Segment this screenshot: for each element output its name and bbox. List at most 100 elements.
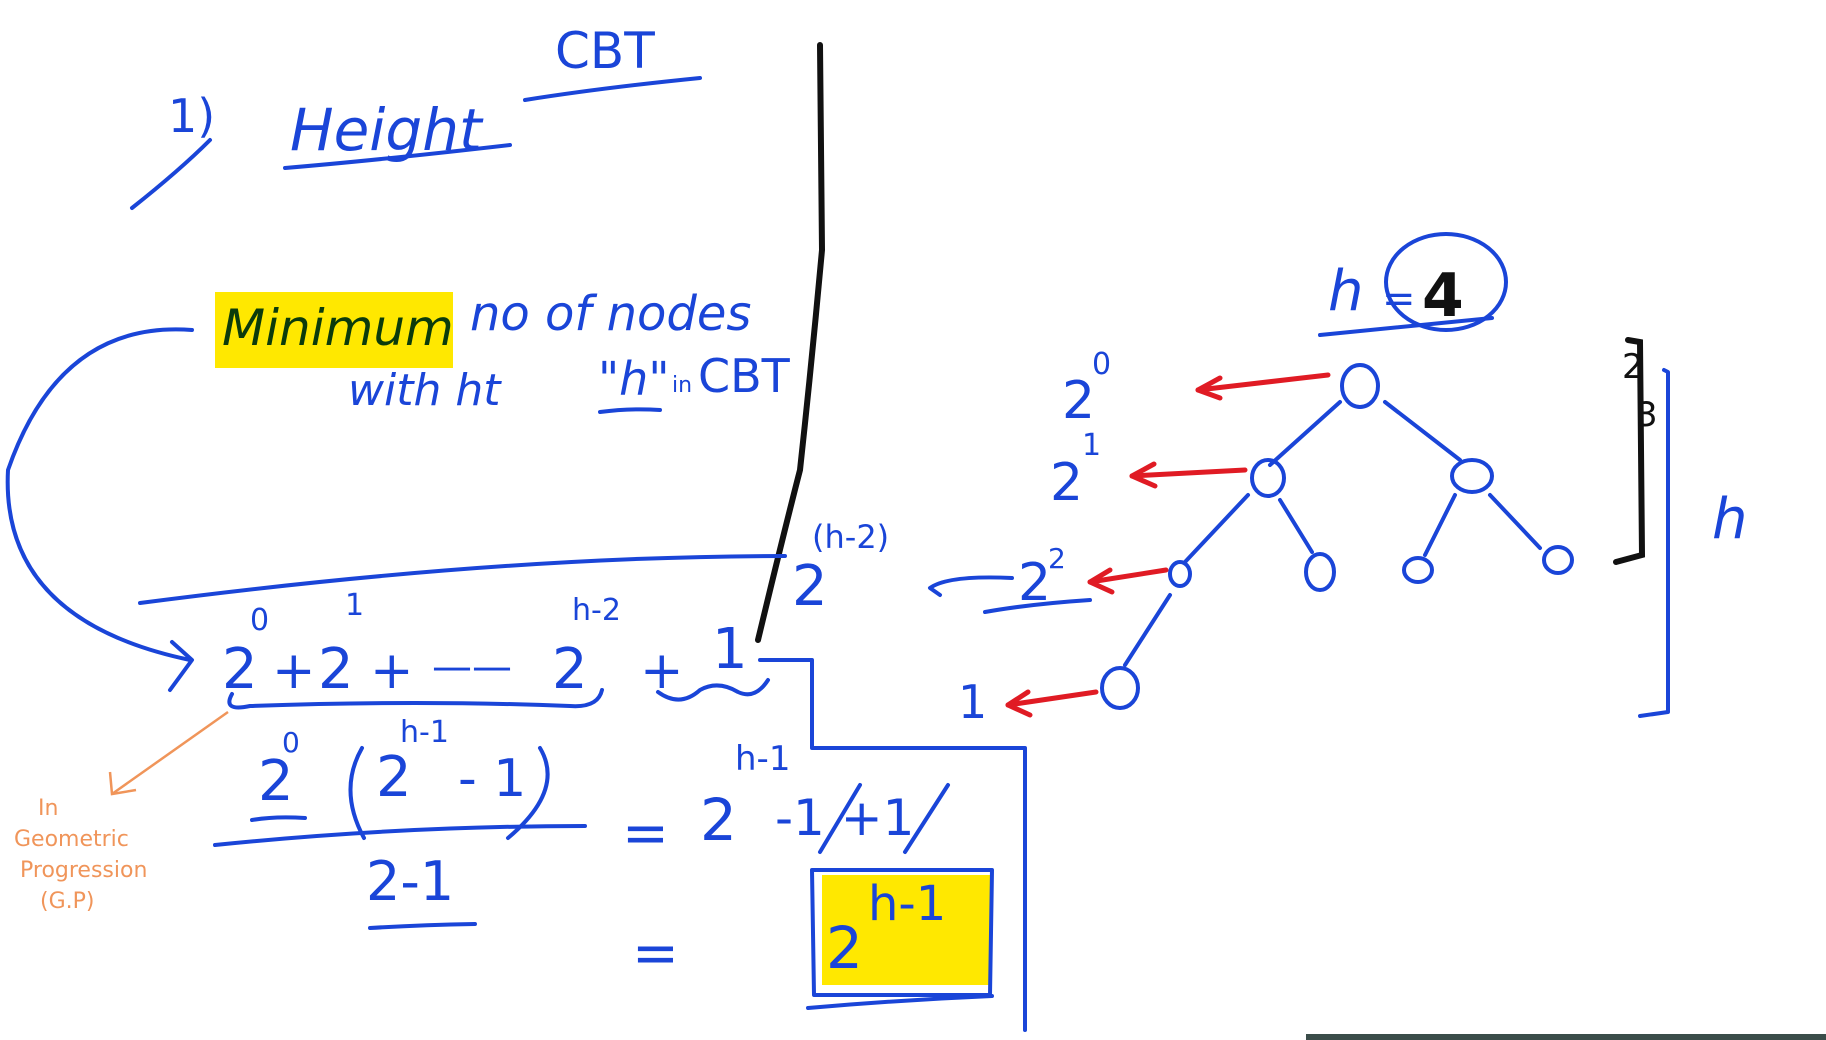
- final-base: 2: [826, 914, 863, 982]
- arrow-level0: [1195, 372, 1331, 393]
- question-line2-in: in: [672, 373, 692, 398]
- h-underline: [1318, 316, 1494, 337]
- tree-h-label: h: [1328, 259, 1364, 324]
- num-base: 2: [376, 745, 412, 810]
- heading-number: 1): [168, 89, 215, 143]
- level2-underline: [983, 598, 1092, 614]
- arrow-level3: [1005, 689, 1099, 708]
- coef-exp: 0: [282, 726, 300, 759]
- webcam-overlay-edge: [1306, 1034, 1826, 1040]
- sum-formula: 2 0 2 h-1 - 1 2-1 = 2 h-1 -1 +1 = 2 h-1: [213, 715, 994, 1010]
- term0-base: 2: [222, 637, 258, 702]
- level0-base: 2: [1062, 371, 1095, 431]
- result-exp: h-1: [735, 739, 790, 779]
- gp-brace: [227, 688, 604, 710]
- denominator: 2-1: [366, 850, 454, 913]
- node-root: [1340, 363, 1380, 409]
- arrow-level2-head: [1087, 567, 1115, 595]
- level3-label: 1: [958, 675, 987, 729]
- plus-2: +: [370, 641, 414, 701]
- level1-base: 2: [1050, 453, 1083, 513]
- h-underline: [598, 407, 662, 414]
- plus-3: +: [640, 641, 684, 701]
- gp-note-line2: Geometric: [14, 827, 129, 852]
- equals-2: =: [632, 921, 679, 986]
- heading-tag-underline: [523, 76, 702, 102]
- tree-h-value: 4: [1422, 261, 1464, 331]
- question-highlight-word: Minimum: [222, 299, 454, 357]
- gp-note-line3: Progression: [20, 858, 147, 883]
- heading: 1) Height CBT: [130, 22, 702, 210]
- question: Minimum no of nodes with ht "h" in CBT: [5, 286, 791, 692]
- term2-base: 2: [552, 637, 588, 702]
- level2-back-arrow: [928, 575, 1014, 597]
- question-line2-b: CBT: [698, 349, 791, 403]
- inner-bracket: [1613, 337, 1646, 565]
- result-base: 2: [700, 786, 737, 854]
- term1-base: 2: [318, 637, 354, 702]
- dash-ellipsis: ——: [432, 644, 512, 690]
- question-connector-arrowhead: [168, 640, 194, 692]
- final-box-underline: [806, 994, 994, 1010]
- inner-bracket-label-2: 3: [1636, 395, 1658, 435]
- series-expression: 2 0 + 2 1 + —— 2 h-2 + 1: [138, 554, 1027, 1032]
- one-term: 1: [712, 617, 748, 682]
- equals-1: =: [622, 801, 669, 866]
- num-exp: h-1: [400, 715, 449, 750]
- level2-exp: 2: [1048, 542, 1066, 575]
- gp-note-pointer: [111, 710, 229, 796]
- arrow-level1-head: [1129, 461, 1158, 489]
- question-line1-rest: no of nodes: [470, 286, 751, 342]
- edge-r1-rl: [1423, 493, 1457, 557]
- heading-tag: CBT: [555, 22, 655, 80]
- outer-bracket-label: h: [1712, 487, 1748, 552]
- coef-base: 2: [258, 749, 294, 814]
- denominator-underline: [368, 922, 477, 930]
- node-level3-leaf: [1100, 666, 1140, 710]
- gp-note-line4: (G.P): [40, 889, 94, 914]
- mid-term-base: 2: [792, 554, 828, 619]
- question-line2-h: "h": [598, 352, 669, 406]
- fraction-bar: [213, 824, 587, 847]
- mid-term-exp: (h-2): [812, 518, 889, 556]
- box-outline: [758, 658, 1027, 1032]
- plus-1: +: [272, 641, 316, 701]
- heading-tick: [130, 138, 212, 210]
- cancel-stroke-1: [818, 783, 862, 854]
- gp-note-arrowhead: [108, 771, 137, 796]
- node-level2-3: [1402, 556, 1434, 584]
- edge-root-left: [1268, 400, 1342, 467]
- edge-r1-rr: [1488, 493, 1542, 550]
- coef-underline: [250, 815, 307, 822]
- gp-note: In Geometric Progression (G.P): [14, 710, 229, 914]
- level1-exp: 1: [1082, 428, 1101, 463]
- node-level2-4: [1542, 545, 1574, 575]
- heading-word: Height: [290, 96, 484, 164]
- arrow-level2: [1087, 567, 1169, 585]
- edge-l1-ll: [1183, 493, 1250, 564]
- arrow-level0-head: [1195, 375, 1223, 401]
- open-paren: [348, 746, 366, 840]
- series-overbar: [138, 554, 787, 605]
- question-line2-a: with ht: [348, 365, 502, 416]
- heading-underline: [283, 143, 512, 170]
- vertical-divider: [755, 42, 826, 643]
- final-exp: h-1: [868, 876, 946, 932]
- level0-exp: 0: [1092, 347, 1111, 382]
- outer-bracket: [1638, 368, 1670, 718]
- num-minus: - 1: [458, 749, 526, 809]
- result-cancel: -1 +1: [775, 789, 914, 847]
- final-highlight: [822, 875, 992, 985]
- one-brace: [656, 678, 770, 702]
- node-level1-right: [1450, 458, 1494, 494]
- highlight-box: [215, 292, 453, 368]
- edge-root-right: [1383, 400, 1462, 462]
- h-value-circle: [1384, 232, 1508, 332]
- gp-note-line1: In: [38, 796, 58, 821]
- question-connector-curve: [5, 327, 194, 662]
- term0-exp: 0: [250, 603, 269, 638]
- edge-l2-leaf: [1123, 593, 1172, 667]
- tree-diagram: h = 4 2 0 2 1 2 2: [792, 232, 1748, 729]
- node-level2-2: [1304, 552, 1336, 592]
